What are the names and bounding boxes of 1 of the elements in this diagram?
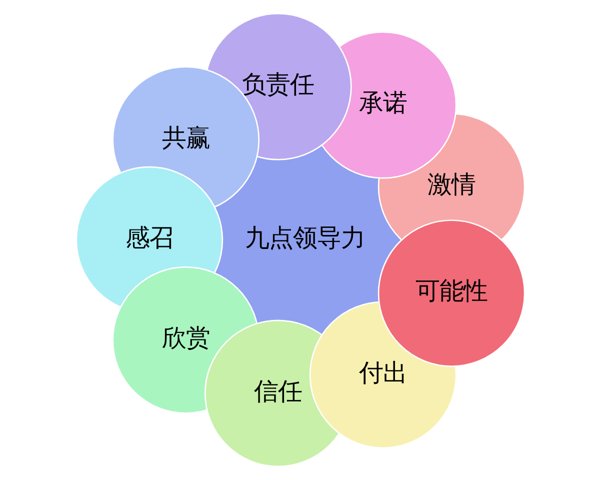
node-circle: 付出 <box>308 301 456 449</box>
